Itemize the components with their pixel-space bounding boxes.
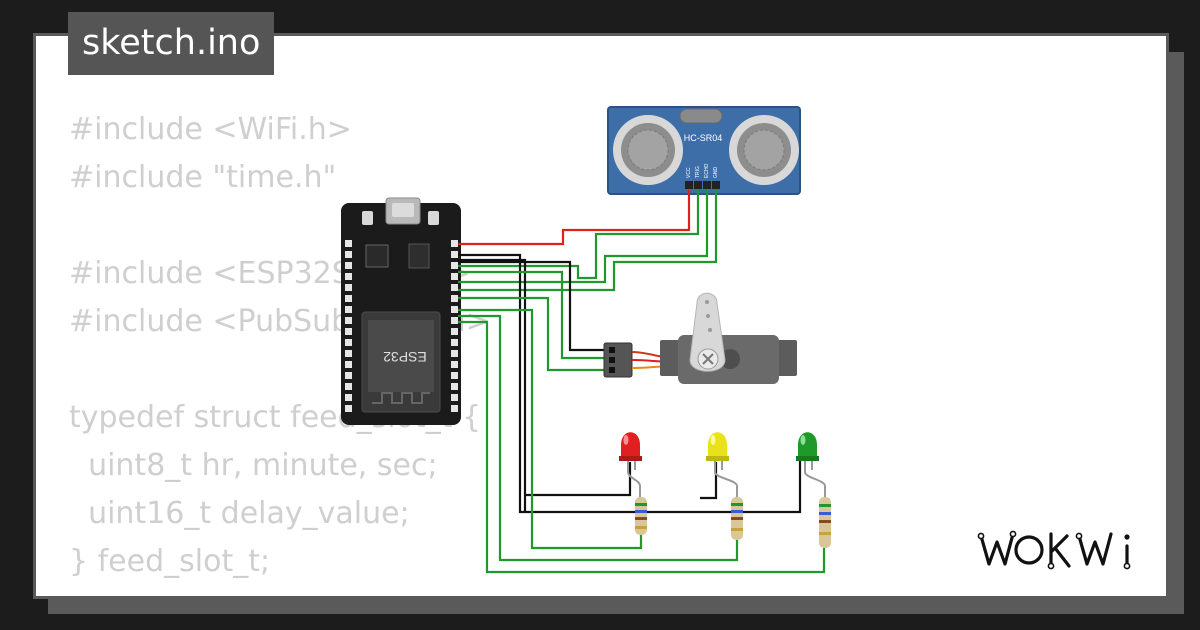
ultrasonic-sensor[interactable]: HC-SR04 VCC TRIG ECHO GND [607, 106, 801, 195]
wire-gnd-led [458, 258, 527, 512]
wire-servo-signal [458, 296, 608, 372]
servo-motor[interactable] [603, 292, 797, 384]
file-tab[interactable]: sketch.ino [68, 12, 275, 75]
wire-servo-vcc [458, 270, 608, 360]
code-line: uint8_t hr, minute, sec; [69, 448, 438, 483]
sensor-wires [458, 190, 718, 292]
wire-led-green [458, 320, 826, 574]
sensor-pin-label: GND [713, 167, 719, 179]
sensor-pin-label: ECHO [704, 163, 710, 178]
board-label: ESP32 [383, 349, 427, 365]
code-line: #include "time.h" [69, 160, 337, 195]
wire-gnd-led3 [700, 462, 718, 500]
resistor[interactable] [635, 497, 647, 535]
resistor[interactable] [731, 497, 743, 540]
wire-servo-gnd [458, 260, 608, 352]
sensor-pin-label: VCC [686, 167, 692, 178]
led-red[interactable] [619, 432, 642, 498]
wire-vcc [458, 190, 691, 246]
wokwi-logo [977, 530, 1131, 570]
code-line: uint16_t delay_value; [69, 496, 410, 531]
wire-echo [458, 190, 709, 284]
wire-led-yellow [458, 314, 739, 562]
wire-led-red [458, 308, 643, 550]
board-pins-left [345, 240, 352, 412]
sensor-pin-label: TRIG [695, 166, 701, 178]
code-line: } feed_slot_t; [69, 544, 271, 579]
led-green[interactable] [796, 432, 826, 498]
led-yellow[interactable] [706, 432, 738, 498]
servo-wires [458, 270, 608, 372]
wire-gnd-sensor [458, 190, 718, 292]
code-line: #include <WiFi.h> [69, 112, 352, 147]
esp32-board[interactable]: ESP32 [341, 197, 461, 425]
board-pins-right [451, 240, 458, 412]
resistor[interactable] [819, 497, 831, 548]
wire-gnd-led2 [525, 462, 632, 497]
sensor-label: HC-SR04 [684, 133, 723, 143]
preview-card: #include <WiFi.h>#include "time.h"#inclu… [33, 33, 1169, 599]
wire-gnd [458, 253, 802, 514]
led-wires [458, 308, 826, 574]
wire-trig [458, 190, 700, 280]
